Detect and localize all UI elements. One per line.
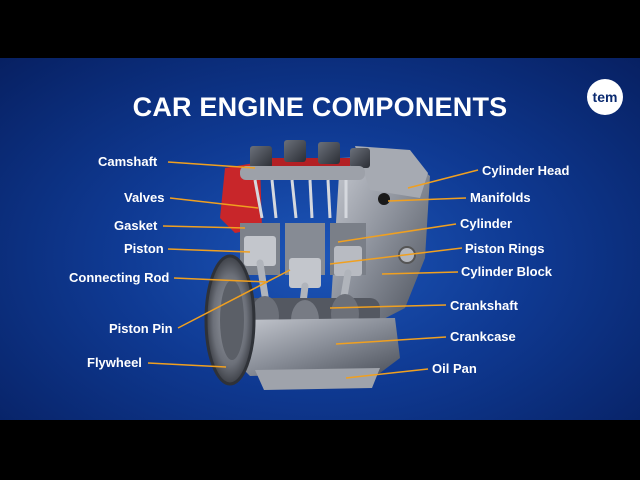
engine-illustration bbox=[204, 140, 430, 390]
oil-pan-shape bbox=[255, 368, 380, 390]
label-crankcase: Crankcase bbox=[450, 329, 516, 344]
leader-piston-pin bbox=[177, 269, 291, 329]
leader-valves bbox=[169, 197, 259, 209]
label-manifolds: Manifolds bbox=[470, 190, 531, 205]
leader-crankcase bbox=[335, 336, 447, 345]
label-connecting-rod: Connecting Rod bbox=[69, 270, 170, 285]
label-cylinder-head: Cylinder Head bbox=[482, 163, 570, 178]
leader-manifolds bbox=[387, 197, 467, 202]
leader-piston bbox=[167, 248, 251, 253]
label-valves: Valves bbox=[124, 190, 165, 205]
valves-shape bbox=[253, 179, 348, 219]
label-piston-rings: Piston Rings bbox=[465, 241, 545, 256]
cylinder-block-shape bbox=[330, 156, 430, 326]
leader-oil-pan bbox=[345, 368, 429, 379]
label-piston-pin: Piston Pin bbox=[109, 321, 173, 336]
leader-flywheel bbox=[147, 362, 227, 368]
cylinder-head-shape bbox=[355, 146, 428, 198]
leader-piston-rings bbox=[329, 247, 463, 265]
leader-cylinder-block bbox=[381, 271, 459, 275]
label-crankshaft: Crankshaft bbox=[450, 298, 518, 313]
leader-camshaft bbox=[167, 161, 256, 169]
page-title: CAR ENGINE COMPONENTS bbox=[132, 92, 508, 122]
label-gasket: Gasket bbox=[114, 218, 158, 233]
leader-cylinder-head bbox=[407, 169, 479, 189]
label-cylinder: Cylinder bbox=[460, 216, 513, 231]
leader-crankshaft bbox=[329, 304, 447, 309]
camshaft-shape bbox=[240, 140, 370, 180]
diagram-panel: CAR ENGINE COMPONENTS tem bbox=[0, 58, 640, 420]
label-oil-pan: Oil Pan bbox=[432, 361, 477, 376]
flywheel-shape bbox=[204, 254, 256, 386]
leader-lines bbox=[147, 161, 479, 379]
leader-cylinder bbox=[337, 223, 457, 243]
crankcase-shape bbox=[228, 318, 400, 376]
leader-gasket bbox=[162, 225, 246, 229]
leader-connecting-rod bbox=[173, 277, 269, 283]
label-camshaft: Camshaft bbox=[98, 154, 158, 169]
label-piston: Piston bbox=[124, 241, 164, 256]
label-cylinder-block: Cylinder Block bbox=[461, 264, 553, 279]
manifold-port-shape bbox=[378, 193, 390, 205]
pistons-shape bbox=[244, 236, 362, 288]
label-flywheel: Flywheel bbox=[87, 355, 142, 370]
tem-logo: tem bbox=[587, 79, 623, 115]
